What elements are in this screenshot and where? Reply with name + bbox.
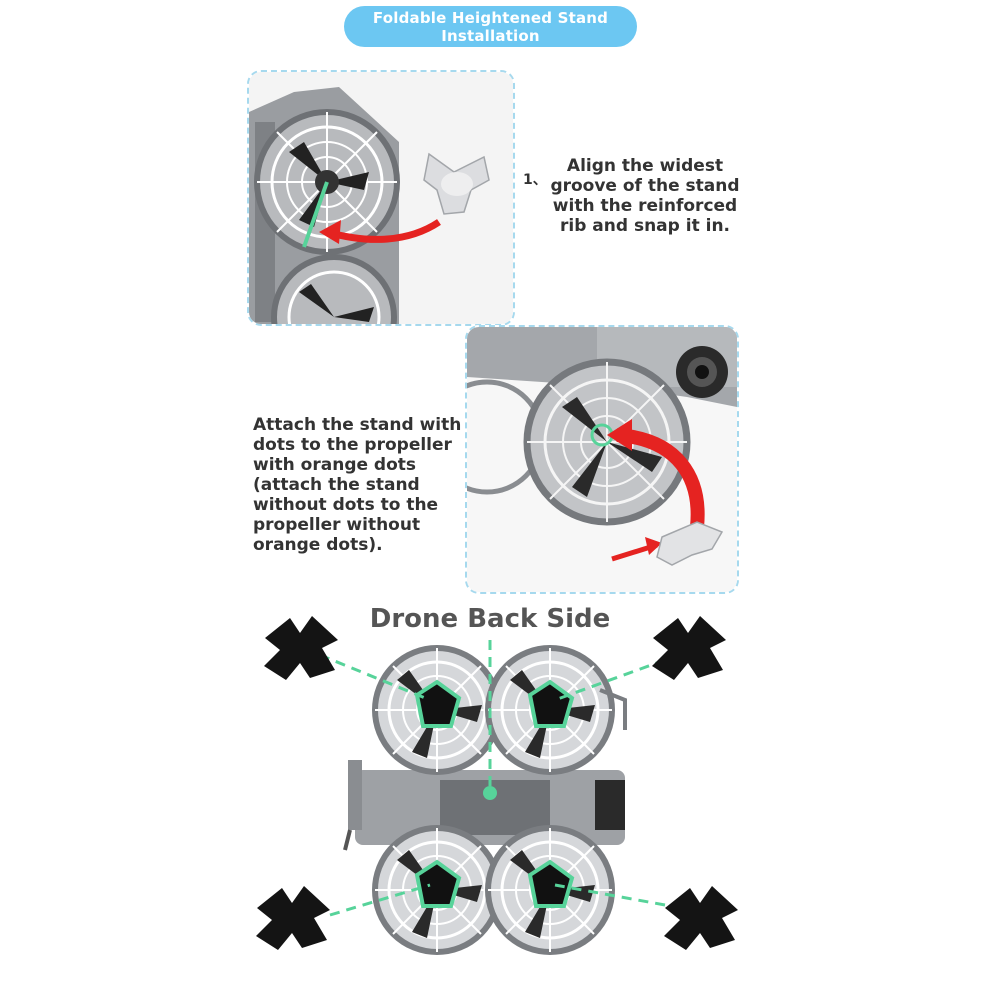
step-2-photo-panel: [465, 325, 739, 594]
propeller-guard-top-left: [375, 648, 499, 772]
step-1-number: 1、: [523, 172, 547, 188]
step-2-line: Attach the stand with: [253, 415, 462, 435]
step-2-illustration: [467, 327, 737, 592]
step-1-instructions: Align the widest groove of the stand wit…: [545, 156, 745, 236]
step-1-line: groove of the stand: [550, 176, 740, 196]
banner-line-2: Installation: [441, 26, 540, 45]
stand-piece-bottom-right: [664, 886, 738, 950]
guide-line: [554, 883, 666, 907]
stand-piece-top-right: [652, 616, 726, 680]
step-2-instructions: Attach the stand with dots to the propel…: [253, 415, 468, 555]
step-2-line: propeller without: [253, 515, 421, 535]
step-2-line: orange dots).: [253, 535, 383, 555]
guide-line: [329, 883, 431, 917]
center-dot: [483, 786, 497, 800]
propeller-guard-top-right: [488, 648, 612, 772]
propeller-guard-bottom-left: [375, 828, 499, 952]
banner-line-1: Foldable Heightened Stand: [372, 8, 609, 27]
step-2-line: (attach the stand: [253, 475, 420, 495]
step-1-line: with the reinforced: [552, 196, 738, 216]
step-2-line: dots to the propeller: [253, 435, 452, 455]
step-2-line: without dots to the: [253, 495, 439, 515]
stand-piece-bottom-left: [256, 886, 330, 950]
step-1-illustration: [249, 72, 513, 324]
guide-line: [554, 658, 666, 702]
step-2-line: with orange dots: [253, 455, 417, 475]
step-1-line: rib and snap it in.: [560, 216, 730, 236]
diagram-title: Drone Back Side: [369, 604, 611, 634]
title-banner: Foldable Heightened Stand Installation: [344, 6, 637, 47]
step-1-line: Align the widest: [566, 156, 724, 176]
step-1-photo-panel: [247, 70, 515, 326]
guide-line: [319, 653, 431, 702]
stand-piece-top-left: [264, 616, 338, 680]
propeller-guard-bottom-right: [488, 828, 612, 952]
